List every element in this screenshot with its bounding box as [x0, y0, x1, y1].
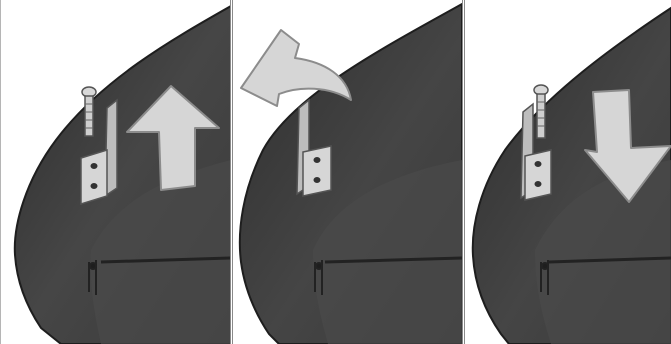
panel-divider: [230, 0, 231, 344]
step-2-illustration: [233, 0, 462, 344]
step-2-panel: [233, 0, 462, 344]
step-1-illustration: [1, 0, 230, 344]
step-3-panel: [465, 0, 671, 344]
panel-divider: [462, 0, 463, 344]
step-3-illustration: [465, 0, 671, 344]
step-1-panel: [0, 0, 230, 344]
